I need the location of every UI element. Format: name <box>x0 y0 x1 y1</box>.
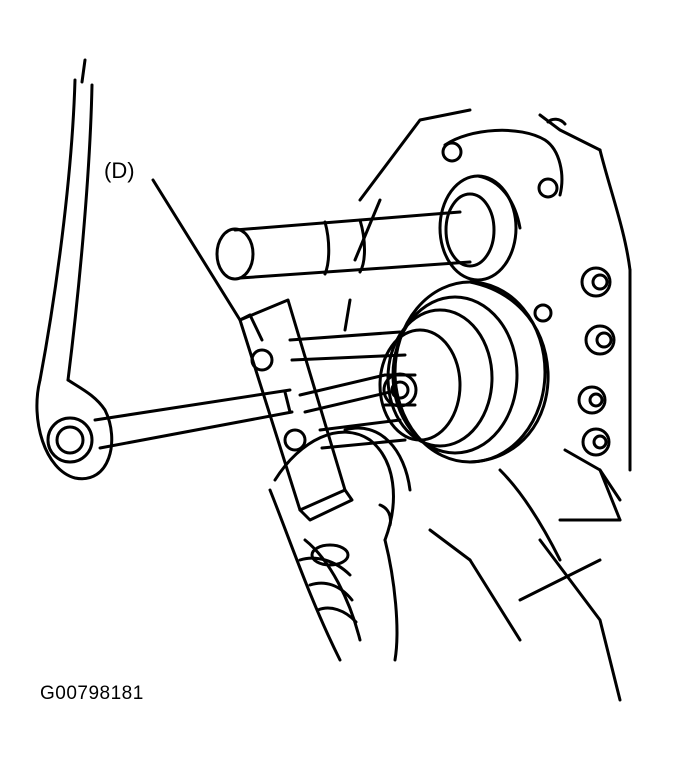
housing-outline <box>343 108 632 702</box>
upper-shaft <box>215 174 522 282</box>
puller-plate <box>238 298 407 522</box>
callout-label-d: (D) <box>104 158 135 183</box>
callout-leader-line <box>151 178 242 322</box>
wrench <box>35 58 114 481</box>
gear-drum <box>378 280 550 464</box>
center-bolt <box>93 388 294 450</box>
figure-code: G00798181 <box>40 683 144 704</box>
housing-bolt-bosses <box>441 141 616 457</box>
adjustable-wrench <box>268 426 412 662</box>
